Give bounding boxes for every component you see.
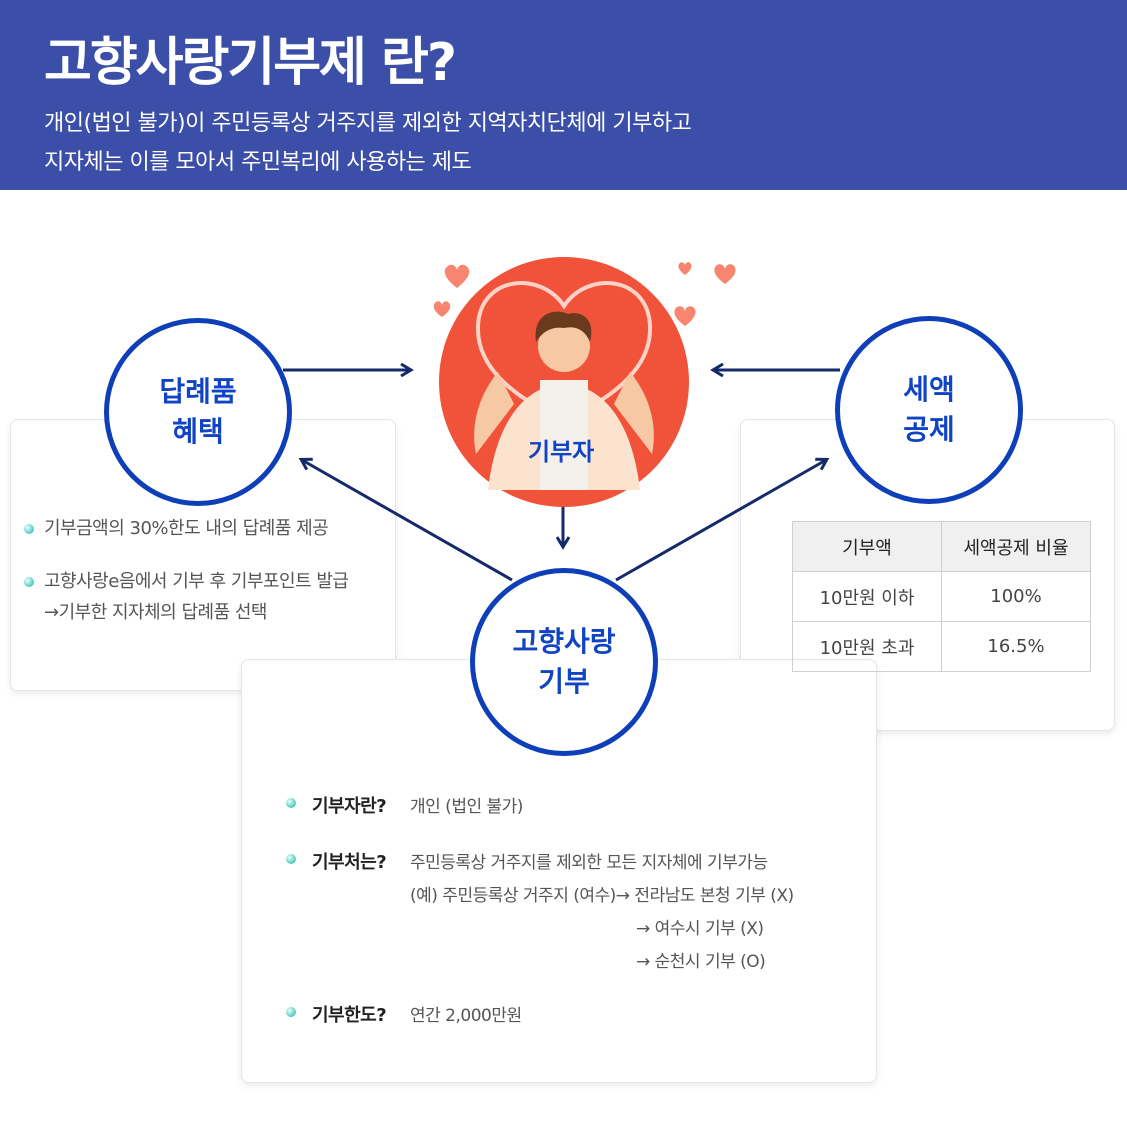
table-cell: 16.5% [941, 621, 1091, 672]
donate-title-line1: 고향사랑 [512, 625, 616, 658]
donor-illustration [439, 257, 689, 507]
column-header: 세액공제 비율 [941, 521, 1091, 572]
donor-label: 기부자 [528, 438, 595, 466]
bullet-icon [24, 524, 34, 534]
gift-benefit-list: 기부금액의 30%한도 내의 답례품 제공 고향사랑e음에서 기부 후 기부포인… [24, 513, 349, 650]
donor-question-label: 기부자란? [312, 796, 387, 817]
person-right-hand [614, 372, 654, 454]
table-cell: 100% [941, 571, 1091, 622]
header-banner: 고향사랑기부제 란? 개인(법인 불가)이 주민등록상 거주지를 제외한 지역자… [0, 0, 1127, 190]
heart-icon [433, 301, 451, 317]
list-item: 기부금액의 30%한도 내의 답례품 제공 [24, 513, 348, 544]
heart-icon [674, 306, 696, 326]
bullet-icon [286, 1007, 296, 1017]
person-left-hand [474, 372, 514, 454]
recipient-example-sub2: → 순천시 기부 (O) [636, 952, 766, 972]
table-row: 10만원 이하 100% [792, 571, 1091, 622]
bullet-icon [24, 577, 34, 587]
person-shirt-center [540, 380, 588, 490]
recipient-question-value: 주민등록상 거주지를 제외한 모든 지자체에 기부가능 [410, 853, 768, 873]
list-item: 고향사랑e음에서 기부 후 기부포인트 발급 [24, 566, 349, 597]
heart-icon [714, 264, 736, 284]
tax-title-line2: 공제 [903, 413, 955, 446]
column-header: 기부액 [792, 521, 942, 572]
tax-title-line1: 세액 [903, 373, 955, 406]
tax-credit-circle: 세액 공제 [835, 316, 1023, 504]
gift-title-line1: 답례품 [159, 375, 237, 408]
limit-question-value: 연간 2,000만원 [410, 1006, 522, 1026]
heart-icon [444, 264, 470, 288]
gift-title-line2: 혜택 [172, 415, 224, 448]
donate-title-line2: 기부 [538, 665, 590, 698]
hometown-donation-circle: 고향사랑 기부 [470, 568, 658, 756]
page-title: 고향사랑기부제 란? [44, 33, 457, 93]
bullet-icon [286, 854, 296, 864]
recipient-example-sub1: → 여수시 기부 (X) [636, 919, 764, 939]
person-hair [535, 311, 592, 342]
list-item-continuation: →기부한 지자체의 답례품 선택 [44, 602, 267, 623]
limit-question-label: 기부한도? [312, 1005, 387, 1026]
bullet-icon [286, 798, 296, 808]
recipient-question-label: 기부처는? [312, 852, 387, 873]
heart-icon [678, 262, 692, 275]
tax-credit-table: 기부액 세액공제 비율 10만원 이하 100% 10만원 초과 16.5% [792, 521, 1091, 672]
table-cell: 10만원 초과 [792, 621, 942, 672]
gift-benefit-circle: 답례품 혜택 [104, 318, 292, 506]
header-description-line2: 지자체는 이를 모아서 주민복리에 사용하는 제도 [44, 150, 472, 175]
table-cell: 10만원 이하 [792, 571, 942, 622]
person-face [538, 320, 590, 372]
table-row: 10만원 초과 16.5% [792, 621, 1091, 672]
recipient-example: (예) 주민등록상 거주지 (여수)→ 전라남도 본청 기부 (X) [410, 886, 794, 906]
header-description-line1: 개인(법인 불가)이 주민등록상 거주지를 제외한 지역자치단체에 기부하고 [44, 111, 692, 136]
donor-question-value: 개인 (법인 불가) [410, 797, 523, 817]
table-header-row: 기부액 세액공제 비율 [792, 521, 1091, 572]
